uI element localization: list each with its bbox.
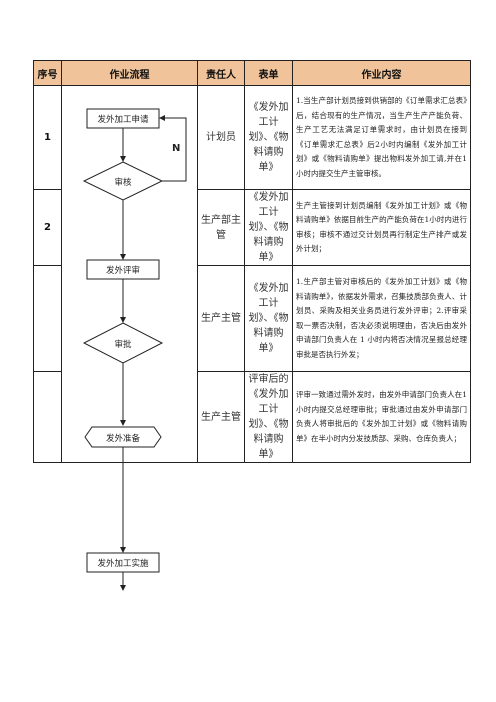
row-seq (33, 265, 62, 372)
row-person: 计划员 (197, 85, 245, 190)
header-row: 序号 作业流程 责任人 表单 作业内容 (33, 60, 471, 86)
row-content: 1.当生产部计划员接到供销部的《订单需求汇总表》后，结合现有的生产情况，当生产生… (292, 85, 471, 190)
flow-label-implement: 发外加工实施 (97, 558, 149, 569)
row-seq: 2 (33, 189, 62, 266)
row-content: 生产主管接到计划员编制《发外加工计划》或《物料请购单》依据目前生产的产能负荷在1… (292, 189, 471, 266)
header-person: 责任人 (197, 60, 245, 86)
process-table: 序号 作业流程 责任人 表单 作业内容 1 计划员 《发外加工计划》、《物料请购… (33, 60, 471, 463)
flow-box-implement (86, 552, 160, 573)
table-row: 1 计划员 《发外加工计划》、《物料请购单》 1.当生产部计划员接到供销部的《订… (33, 85, 471, 463)
flow-cell (61, 85, 198, 463)
header-seq: 序号 (33, 60, 62, 86)
row-content: 1.生产部主管对审核后的《发外加工计划》或《物料请购单》，依据发外需求，召集技质… (292, 265, 471, 372)
row-form: 评审后的《发外加工计划》、《物料请购单》 (244, 371, 293, 463)
row-person: 生产主管 (197, 265, 245, 372)
process-table-container: 序号 作业流程 责任人 表单 作业内容 1 计划员 《发外加工计划》、《物料请购… (33, 60, 471, 463)
row-person: 生产主管 (197, 371, 245, 463)
row-form: 《发外加工计划》、《物料请购单》 (244, 189, 293, 266)
row-form: 《发外加工计划》、《物料请购单》 (244, 265, 293, 372)
header-form: 表单 (244, 60, 293, 86)
header-content: 作业内容 (292, 60, 471, 86)
table-row: 2 生产部主管 《发外加工计划》、《物料请购单》 生产主管接到计划员编制《发外加… (33, 189, 471, 266)
table-row: 生产主管 评审后的《发外加工计划》、《物料请购单》 评审一致通过需外发时，由发外… (33, 371, 471, 463)
row-content: 评审一致通过需外发时，由发外申请部门负责人在1小时内提交总经理审批；审批通过由发… (292, 371, 471, 463)
table-row: 生产主管 《发外加工计划》、《物料请购单》 1.生产部主管对审核后的《发外加工计… (33, 265, 471, 372)
row-seq: 1 (33, 85, 62, 190)
row-seq (33, 371, 62, 463)
row-person: 生产部主管 (197, 189, 245, 266)
row-form: 《发外加工计划》、《物料请购单》 (244, 85, 293, 190)
header-flow: 作业流程 (61, 60, 198, 86)
